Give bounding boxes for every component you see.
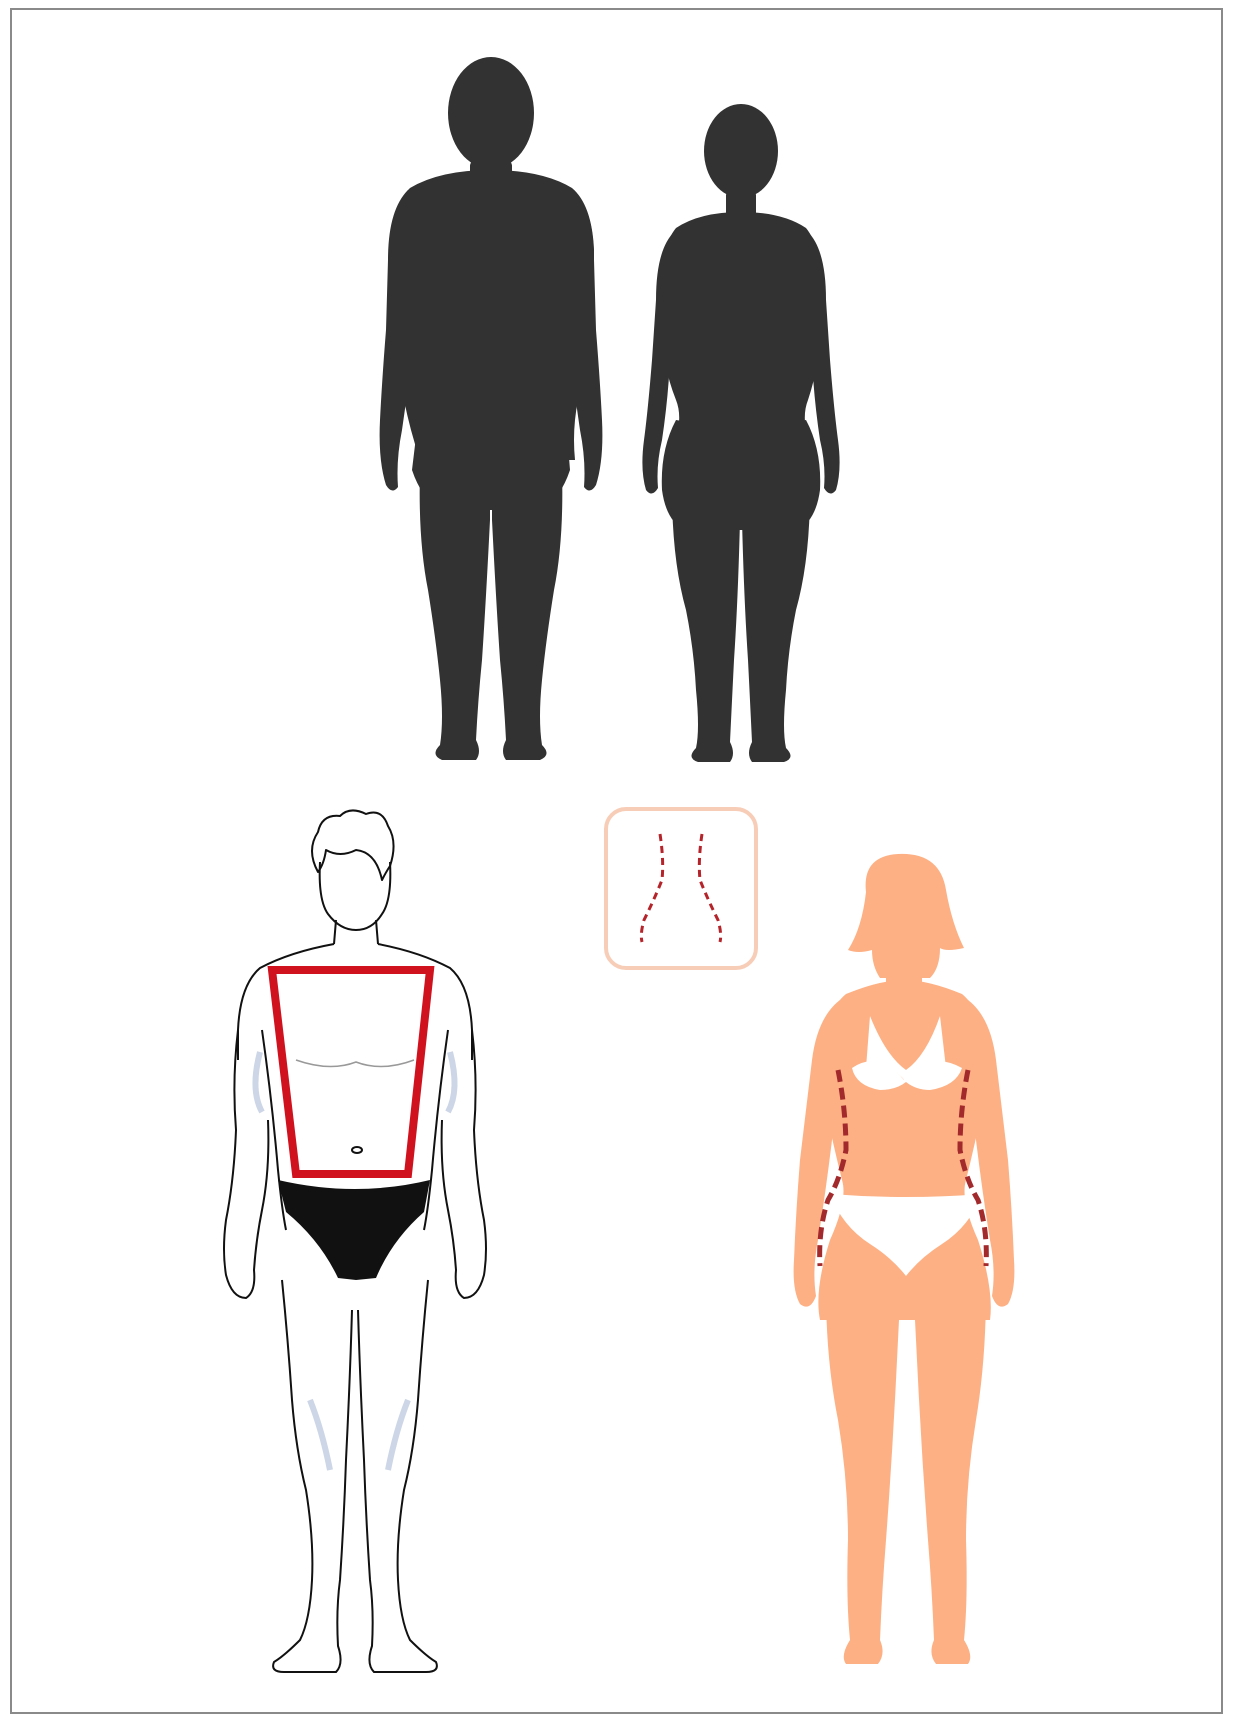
briefs-icon <box>278 1180 430 1280</box>
curve-icon <box>606 809 756 968</box>
female-silhouette-icon <box>642 104 839 762</box>
hair-icon <box>312 810 394 880</box>
male-silhouette-icon <box>380 57 603 760</box>
hair-icon <box>848 854 964 978</box>
trapezoid-highlight-icon <box>272 970 430 1174</box>
female-body-orange-icon <box>794 854 1015 1664</box>
